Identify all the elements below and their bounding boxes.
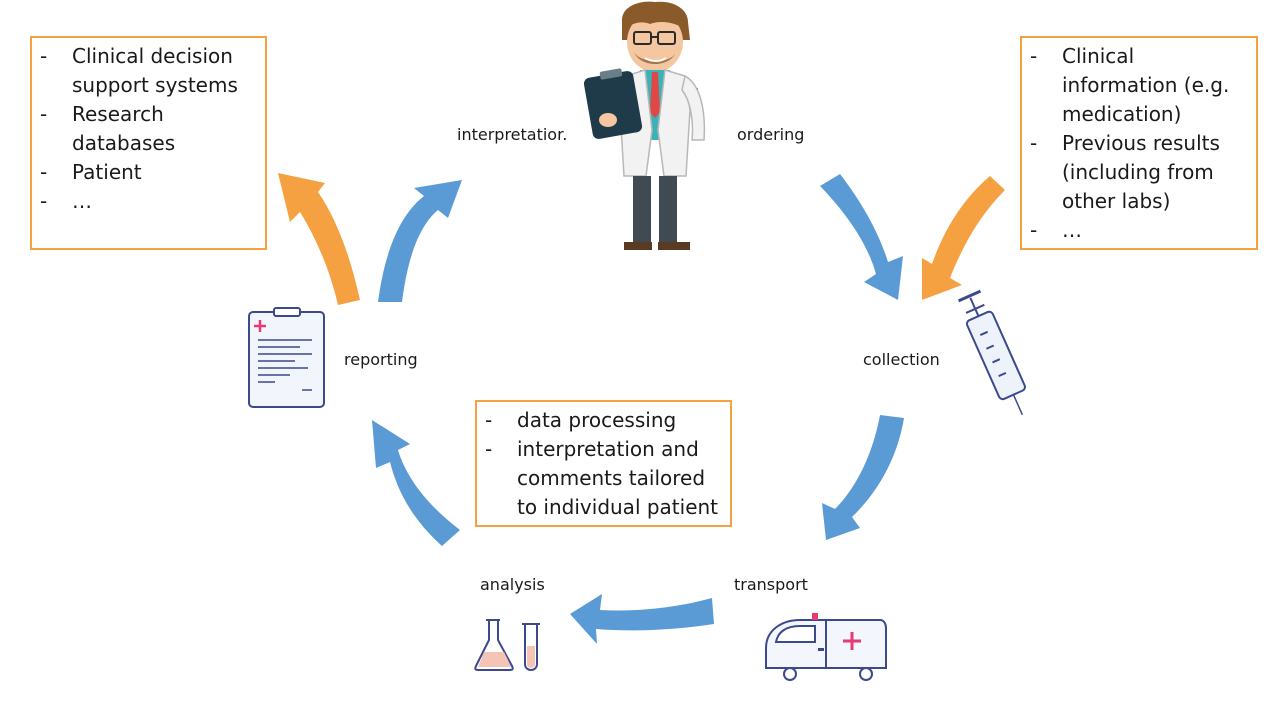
- list-item: -Research databases: [40, 100, 255, 158]
- bullet-dash: -: [485, 437, 493, 461]
- list-item-text: interpretation and comments tailored to …: [517, 437, 719, 519]
- outputs-box: -Clinical decision support systems -Rese…: [30, 36, 267, 250]
- list-item: -Clinical information (e.g. medication): [1030, 42, 1246, 129]
- list-item: -Patient: [40, 158, 255, 187]
- arrow-orange-from-right-box: [922, 176, 1005, 300]
- bullet-dash: -: [40, 102, 48, 126]
- list-item-text: Patient: [72, 160, 142, 184]
- list-item-text: Clinical information (e.g. medication): [1062, 44, 1230, 126]
- list-item: -Clinical decision support systems: [40, 42, 255, 100]
- inputs-box: -Clinical information (e.g. medication) …: [1020, 36, 1258, 250]
- syringe-icon: [957, 289, 1026, 416]
- list-item-text: data processing: [517, 408, 677, 432]
- stage-label-analysis: analysis: [480, 575, 545, 594]
- bullet-dash: -: [1030, 44, 1038, 68]
- stage-label-collection: collection: [863, 350, 940, 369]
- arrow-collection-to-transport: [822, 415, 904, 540]
- arrow-analysis-to-reporting: [372, 420, 460, 546]
- list-item: -data processing: [485, 406, 720, 435]
- arrow-reporting-to-interpretation: [378, 180, 462, 302]
- analysis-notes-box: -data processing -interpretation and com…: [475, 400, 732, 527]
- doctor-icon: [583, 1, 706, 250]
- list-item: -…: [1030, 216, 1246, 245]
- stage-label-reporting: reporting: [344, 350, 418, 369]
- bullet-dash: -: [1030, 131, 1038, 155]
- bullet-dash: -: [40, 44, 48, 68]
- list-item-text: …: [72, 189, 92, 213]
- list-item-text: Research databases: [72, 102, 176, 155]
- list-item-text: Clinical decision support systems: [72, 44, 238, 97]
- list-item: -Previous results (including from other …: [1030, 129, 1246, 216]
- lab-flask-icon: [474, 619, 514, 671]
- arrow-ordering-to-collection: [820, 174, 903, 300]
- arrow-orange-to-left-box: [278, 173, 360, 305]
- bullet-dash: -: [40, 189, 48, 213]
- stage-label-ordering: ordering: [737, 125, 805, 144]
- list-item: -interpretation and comments tailored to…: [485, 435, 720, 522]
- arrow-transport-to-analysis: [570, 594, 714, 644]
- list-item-text: Previous results (including from other l…: [1062, 131, 1220, 213]
- stage-label-interpretation: interpretatior.: [457, 125, 568, 144]
- bullet-dash: -: [1030, 218, 1038, 242]
- bullet-dash: -: [40, 160, 48, 184]
- test-tube-icon: [522, 623, 540, 671]
- list-item-text: …: [1062, 218, 1082, 242]
- ambulance-icon: [765, 613, 887, 681]
- bullet-dash: -: [485, 408, 493, 432]
- list-item: -…: [40, 187, 255, 216]
- stage-label-transport: transport: [734, 575, 808, 594]
- report-clipboard-icon: [248, 307, 325, 408]
